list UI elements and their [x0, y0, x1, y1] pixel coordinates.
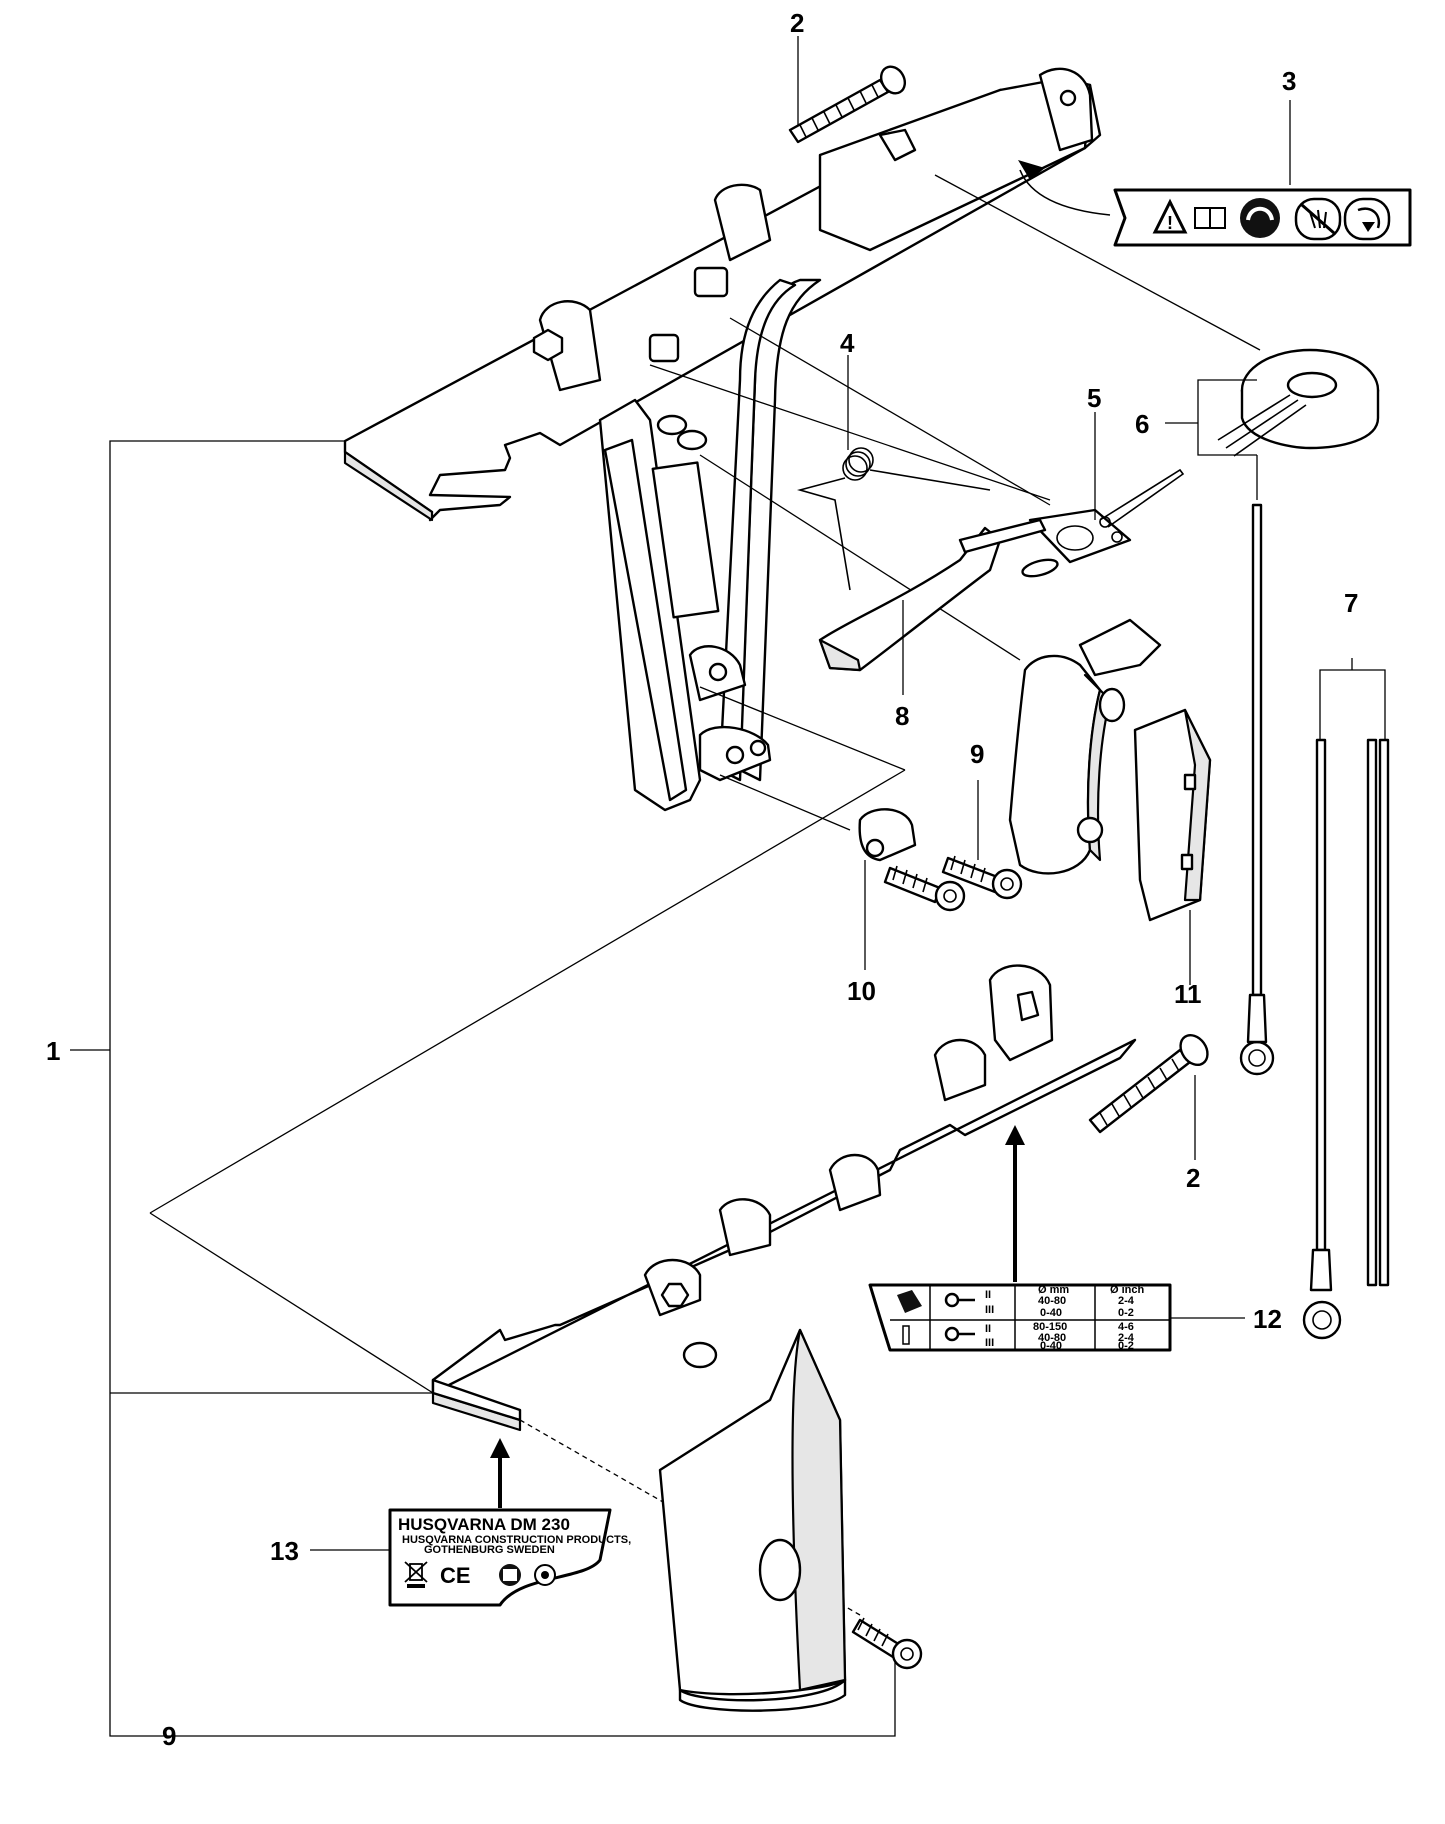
plate-5 [1028, 468, 1185, 564]
callout-4: 4 [840, 328, 855, 358]
callout-6: 6 [1135, 409, 1149, 439]
label12-col-inch: Ø inch [1110, 1284, 1145, 1296]
screw-2-bottom [1088, 1033, 1209, 1134]
callout-11: 11 [1174, 979, 1202, 1009]
decal-3-warning-label: ! [1113, 188, 1412, 247]
screw-9-bottom [851, 1617, 923, 1670]
callout-7: 7 [1344, 588, 1358, 618]
ce-mark-icon: CE [440, 1563, 471, 1588]
callout-10: 10 [847, 976, 876, 1006]
ul-mark-icon [534, 1564, 556, 1586]
wires-7 [1302, 658, 1390, 1340]
manual-book-icon [1194, 207, 1226, 229]
spring-4 [796, 447, 991, 591]
label12-row5-mm: 0-40 [1040, 1340, 1062, 1352]
label12-mark-row2: III [985, 1304, 994, 1316]
screw-9-top [941, 855, 1023, 900]
upper-handle-half [343, 67, 1102, 812]
label12-row3-inch: 4-6 [1118, 1321, 1134, 1333]
label12-mark-row1: II [985, 1289, 991, 1301]
hearing-protection-icon [1240, 198, 1280, 238]
lever-8 [818, 518, 1059, 672]
lower-handle-half [431, 964, 1137, 1712]
key-icon [944, 1292, 975, 1342]
decal-12-drilling-table: II III II III Ø mm Ø inch 40-80 2-4 0-40… [868, 1283, 1172, 1352]
callout-8: 8 [895, 701, 909, 731]
callout-1: 1 [46, 1036, 60, 1066]
trigger-switch-11 [1008, 618, 1212, 922]
callout-9-top: 9 [970, 739, 984, 769]
label12-row4-mm: 40-80 [1038, 1332, 1066, 1344]
part-1-bracket [70, 440, 896, 1737]
drill-bit-icon [902, 1325, 910, 1345]
label12-row5-inch: 0-2 [1118, 1340, 1134, 1352]
label12-row3-mm: 80-150 [1033, 1321, 1067, 1333]
screw-2-top [788, 65, 907, 144]
label12-col-mm: Ø mm [1038, 1284, 1069, 1296]
callout-12: 12 [1253, 1304, 1282, 1334]
callout-2-top: 2 [790, 8, 804, 38]
label13-model: HUSQVARNA DM 230 [398, 1515, 570, 1534]
label12-row2-mm: 0-40 [1040, 1307, 1062, 1319]
label12-mark-row4: II [985, 1323, 991, 1335]
leader-lines [797, 36, 1291, 1160]
cable-grommet-6 [1217, 348, 1380, 1076]
label12-mark-row5: III [985, 1337, 994, 1349]
callout-numbers: 1 2 2 3 4 5 6 7 8 9 9 10 11 12 13 [46, 8, 1358, 1751]
label12-row2-inch: 0-2 [1118, 1307, 1134, 1319]
hand-rotation-icon [1343, 197, 1391, 241]
label12-row1-mm: 40-80 [1038, 1295, 1066, 1307]
label12-row1-inch: 2-4 [1118, 1295, 1135, 1307]
gost-mark-icon [499, 1564, 521, 1586]
assembly-guide-lines [149, 174, 1261, 1616]
screw-10 [858, 808, 966, 912]
label13-line1: HUSQVARNA CONSTRUCTION PRODUCTS, [402, 1534, 631, 1546]
callout-2-bottom: 2 [1186, 1163, 1200, 1193]
callout-9-bottom: 9 [162, 1721, 176, 1751]
callout-13: 13 [270, 1536, 299, 1566]
callout-5: 5 [1087, 383, 1101, 413]
no-hand-cut-icon [1294, 197, 1342, 241]
label13-line2: GOTHENBURG SWEDEN [424, 1544, 555, 1556]
svg-text:!: ! [1167, 213, 1173, 233]
callout-3: 3 [1282, 66, 1296, 96]
label12-row4-inch: 2-4 [1118, 1332, 1135, 1344]
decal-13-nameplate: HUSQVARNA DM 230 HUSQVARNA CONSTRUCTION … [388, 1508, 631, 1607]
weee-bin-icon [404, 1561, 428, 1588]
wedge-icon [897, 1290, 922, 1313]
warning-triangle-icon: ! [1152, 198, 1188, 234]
